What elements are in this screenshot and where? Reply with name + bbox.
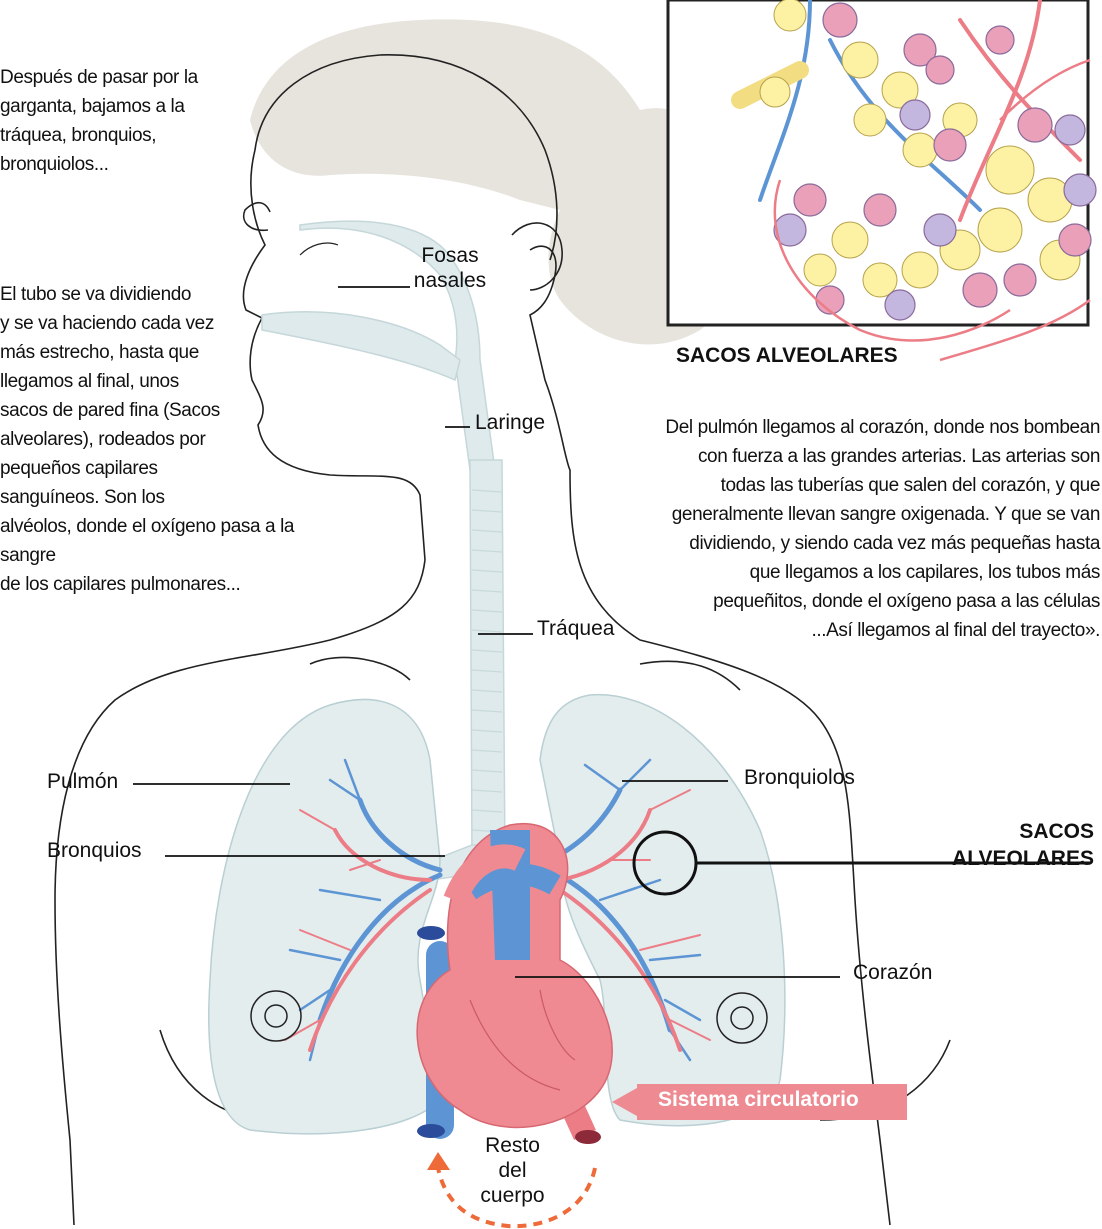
alveoli-inset <box>668 0 1096 360</box>
left-lung <box>209 700 440 1134</box>
inset-title: SACOS ALVEOLARES <box>676 344 898 368</box>
right-description: Del pulmón llegamos al corazón, donde no… <box>560 413 1100 645</box>
label-fosas-nasales: Fosas nasales <box>405 243 495 293</box>
circulatory-system-callout: Sistema circulatorio <box>658 1088 859 1112</box>
label-laringe: Laringe <box>475 411 545 435</box>
intro-text: Después de pasar por la garganta, bajamo… <box>0 63 260 179</box>
label-bronquiolos: Bronquiolos <box>744 766 855 790</box>
left-description: El tubo se va dividiendo y se va haciend… <box>0 280 345 599</box>
label-corazon: Corazón <box>853 961 932 985</box>
label-resto-del-cuerpo: Resto del cuerpo <box>465 1133 560 1208</box>
label-sacos-alveolares: SACOS ALVEOLARES <box>900 818 1094 872</box>
label-traquea: Tráquea <box>537 617 614 641</box>
label-bronquios: Bronquios <box>47 839 142 863</box>
label-pulmon: Pulmón <box>47 770 118 794</box>
